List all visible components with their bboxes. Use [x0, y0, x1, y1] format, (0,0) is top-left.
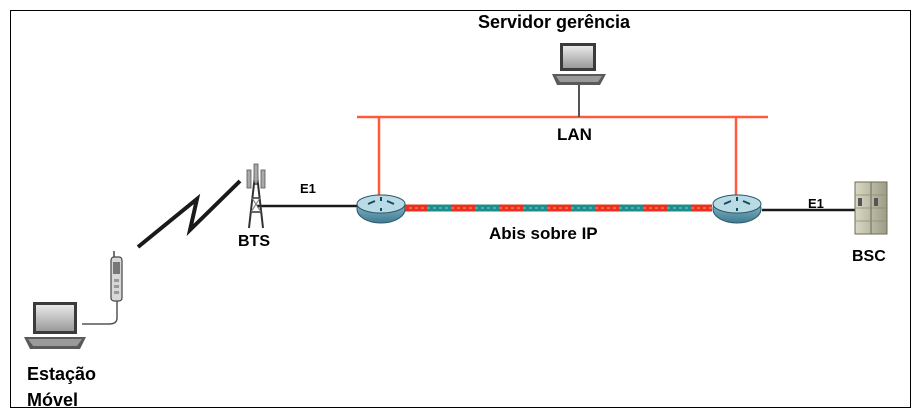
wireless-link [136, 179, 242, 249]
phone-cable [82, 301, 118, 325]
lan-label: LAN [557, 125, 592, 144]
bsc-label: BSC [852, 248, 886, 265]
bts-tower-icon [246, 163, 266, 229]
bsc-cabinet-icon [854, 181, 888, 235]
e1-left-label: E1 [300, 181, 316, 196]
mobile-laptop-icon [24, 302, 86, 349]
abis-label: Abis sobre IP [489, 224, 598, 243]
bts-label: BTS [238, 233, 270, 250]
lan-bus [357, 85, 768, 195]
router-right-icon [712, 194, 762, 224]
e1-right-label: E1 [808, 196, 824, 211]
server-laptop-icon [552, 43, 606, 85]
diagram-frame [10, 10, 911, 408]
mobile-station-label-line1: Estação [27, 364, 97, 384]
mobile-station-label-line2: Móvel [27, 390, 79, 410]
mobile-phone-icon [110, 251, 123, 302]
router-left-icon [356, 194, 406, 224]
server-label: Servidor gerência [478, 12, 631, 32]
